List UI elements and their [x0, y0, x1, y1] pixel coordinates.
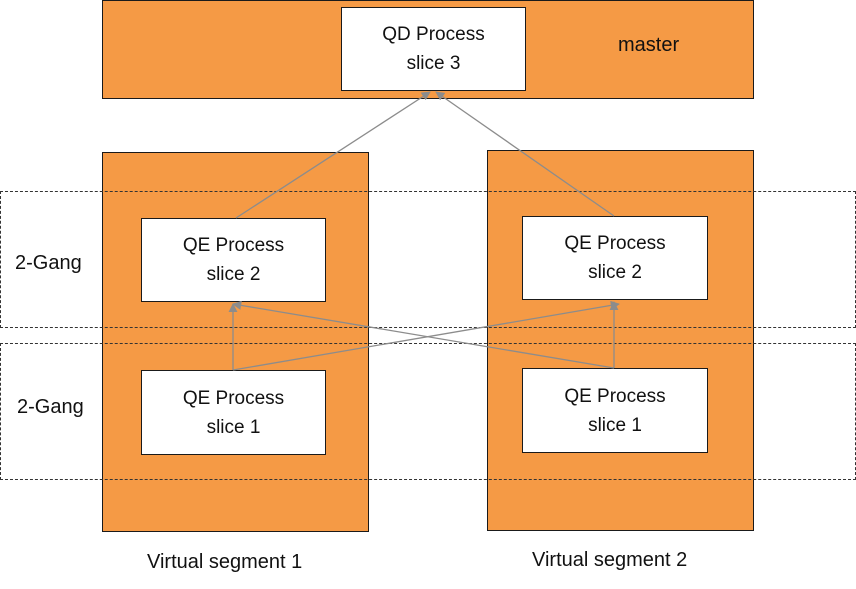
virtual-segment-1-label: Virtual segment 1	[147, 551, 303, 573]
qd-process-slice: slice 3	[406, 53, 461, 74]
qe-process-slice: slice 1	[206, 416, 261, 438]
master-label: master	[618, 34, 680, 56]
arrow-seg1-slice2-to-slice3	[235, 91, 431, 219]
segment-1-qe-process-slice-2: QE Process slice 2	[141, 218, 326, 302]
qe-process-slice: slice 1	[588, 414, 642, 436]
arrow-seg2-slice1-to-seg1-slice2	[232, 300, 615, 369]
segment-2-qe-process-slice-2: QE Process slice 2	[522, 216, 708, 300]
qe-process-title: QE Process	[564, 233, 666, 254]
qe-process-title: QE Process	[564, 385, 666, 407]
qe-process-slice: slice 2	[206, 264, 261, 285]
qd-process-title: QD Process	[382, 24, 485, 45]
qe-process-title: QE Process	[182, 235, 285, 256]
virtual-segment-2-panel	[487, 150, 754, 531]
virtual-segment-2-label: Virtual segment 2	[532, 549, 688, 571]
qe-process-title: QE Process	[182, 387, 285, 409]
qd-process-slice-3: QD Process slice 3	[341, 7, 526, 91]
gang-label-upper: 2-Gang	[15, 252, 82, 274]
segment-2-qe-process-slice-1: QE Process slice 1	[522, 368, 708, 453]
gang-label-lower: 2-Gang	[17, 396, 84, 418]
segment-1-qe-process-slice-1: QE Process slice 1	[141, 370, 326, 455]
virtual-segment-1-panel	[102, 152, 369, 532]
arrow-seg2-slice2-to-slice3	[435, 91, 615, 217]
qe-process-slice: slice 2	[588, 262, 642, 283]
